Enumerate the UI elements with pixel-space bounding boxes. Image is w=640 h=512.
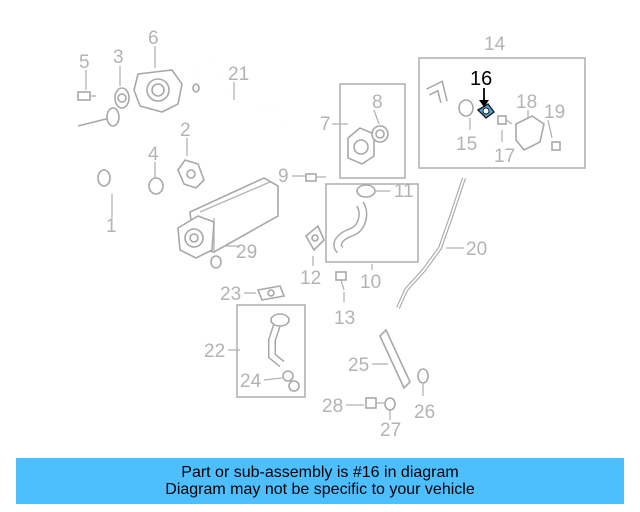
- part-24-gasket[interactable]: [282, 370, 300, 392]
- part-18-sensor[interactable]: [515, 115, 545, 152]
- part-13-bolt[interactable]: [335, 271, 347, 291]
- part-27-washer[interactable]: [384, 397, 396, 411]
- part-25-bracket[interactable]: [379, 328, 411, 390]
- callout-13: 13: [334, 308, 355, 329]
- part-28-bolt[interactable]: [365, 397, 384, 409]
- callout-6: 6: [148, 28, 159, 49]
- part-1-egr-pipe[interactable]: [65, 107, 182, 224]
- callout-21: 21: [228, 64, 249, 85]
- part-2-gasket[interactable]: [177, 159, 205, 189]
- group-box-7-8: [339, 83, 406, 179]
- group-box-10-11: [325, 183, 419, 263]
- callout-2: 2: [180, 120, 191, 141]
- callout-4: 4: [148, 144, 159, 165]
- callout-27: 27: [380, 420, 401, 441]
- part-12-gasket[interactable]: [304, 224, 325, 252]
- part-10-hose[interactable]: [333, 201, 368, 254]
- part-22-pipe[interactable]: [268, 313, 290, 368]
- callout-26: 26: [414, 402, 435, 423]
- caption-line-1: Part or sub-assembly is #16 in diagram: [181, 464, 459, 481]
- callout-1: 1: [106, 216, 117, 237]
- part-8-o-ring[interactable]: [371, 125, 389, 143]
- parts-diagram: 1 2 3 4 5 6 7 8 9 10 11 12 13 14 15 16 1…: [65, 28, 586, 441]
- callout-19: 19: [544, 102, 565, 123]
- part-6-egr-valve[interactable]: [133, 69, 183, 113]
- part-7-flange[interactable]: [347, 127, 375, 165]
- part-5-bolt[interactable]: [77, 91, 96, 101]
- part-16-fitting[interactable]: [476, 103, 495, 119]
- part-15-plug[interactable]: [458, 99, 474, 117]
- callout-17: 17: [494, 146, 515, 167]
- callout-24: 24: [240, 371, 262, 392]
- callout-10: 10: [360, 272, 381, 293]
- callout-25: 25: [348, 355, 369, 376]
- part-17-bolt[interactable]: [497, 115, 513, 125]
- part-21-pipe[interactable]: [192, 54, 289, 133]
- part-14-sensor-pipe[interactable]: [426, 80, 448, 103]
- callout-12: 12: [300, 268, 321, 289]
- group-box-14: [418, 57, 586, 169]
- part-20-pipe[interactable]: [396, 177, 466, 309]
- leader-lines: [85, 46, 553, 420]
- leader-arrow-16: [479, 88, 489, 107]
- callout-11: 11: [394, 181, 414, 202]
- part-23-gasket[interactable]: [256, 285, 286, 301]
- group-box-22-24: [236, 304, 306, 398]
- callout-15: 15: [456, 134, 477, 155]
- part-9-bolt[interactable]: [305, 173, 326, 182]
- callout-18: 18: [516, 92, 537, 113]
- callout-16: 16: [470, 68, 492, 90]
- part-26-o-ring[interactable]: [417, 368, 429, 384]
- callout-20: 20: [466, 239, 487, 260]
- part-4-plug[interactable]: [148, 177, 164, 195]
- callout-14: 14: [484, 34, 506, 55]
- callout-22: 22: [204, 341, 225, 362]
- part-29-egr-cooler[interactable]: [177, 177, 279, 269]
- callout-28: 28: [322, 396, 343, 417]
- caption-line-2: Diagram may not be specific to your vehi…: [165, 481, 475, 498]
- part-19-bolt[interactable]: [551, 141, 561, 151]
- callout-8: 8: [372, 92, 383, 113]
- callout-5: 5: [79, 52, 90, 73]
- callout-29: 29: [236, 242, 257, 263]
- callout-23: 23: [220, 284, 241, 305]
- part-11-clamp[interactable]: [356, 184, 376, 198]
- callout-3: 3: [113, 47, 124, 68]
- callout-9: 9: [278, 166, 289, 187]
- caption-banner: Part or sub-assembly is #16 in diagram D…: [16, 458, 624, 504]
- callout-7: 7: [320, 114, 331, 135]
- part-3-gasket[interactable]: [114, 87, 130, 109]
